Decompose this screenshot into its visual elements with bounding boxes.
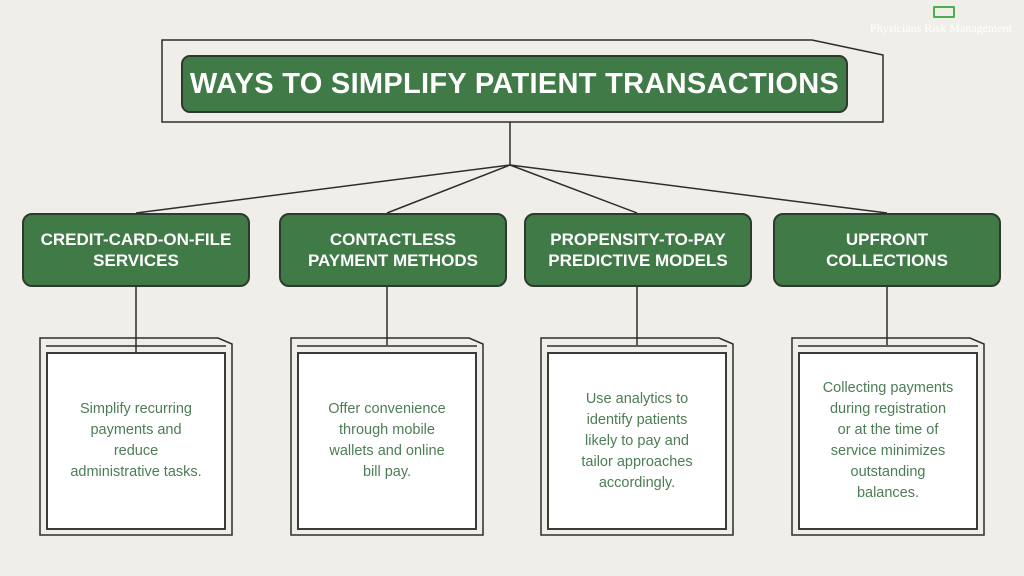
card-frame <box>290 337 484 536</box>
category-contactless-payment: CONTACTLESS PAYMENT METHODS <box>279 213 507 287</box>
category-credit-card-on-file: CREDIT-CARD-ON-FILE SERVICES <box>22 213 250 287</box>
brand-name: Physicians Risk Management <box>870 21 1012 35</box>
description-card: Collecting payments during registration … <box>798 352 978 530</box>
card-frame <box>540 337 734 536</box>
card-frame <box>39 337 233 536</box>
card-frame <box>791 337 985 536</box>
description-card: Simplify recurring payments and reduce a… <box>46 352 226 530</box>
category-upfront-collections: UPFRONT COLLECTIONS <box>773 213 1001 287</box>
connector-branch <box>135 164 888 214</box>
title-frame <box>161 39 884 123</box>
description-card: Offer convenience through mobile wallets… <box>297 352 477 530</box>
page-title: WAYS TO SIMPLIFY PATIENT TRANSACTIONS <box>181 55 848 113</box>
category-propensity-to-pay: PROPENSITY-TO-PAY PREDICTIVE MODELS <box>524 213 752 287</box>
brand-logo-icon <box>933 6 955 18</box>
connector-drops <box>135 287 888 352</box>
description-card: Use analytics to identify patients likel… <box>547 352 727 530</box>
